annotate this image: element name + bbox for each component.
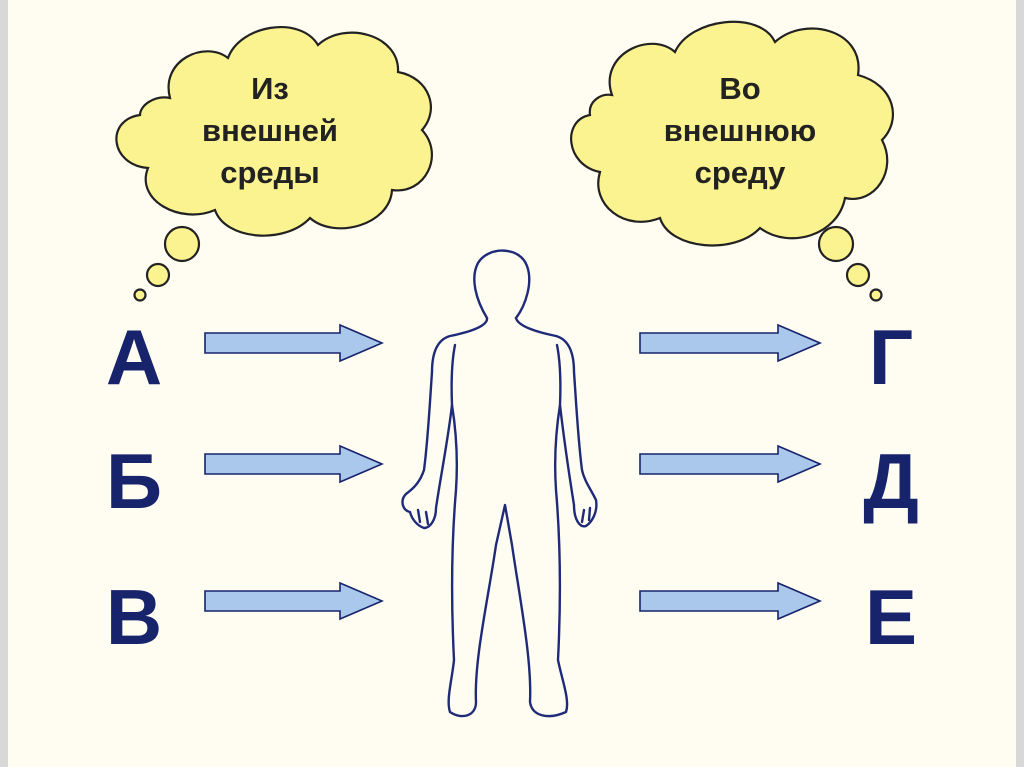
input-letter-a: А xyxy=(89,318,179,396)
output-letter-e: Е xyxy=(846,578,936,656)
body-head xyxy=(474,251,529,318)
output-letter-g: Г xyxy=(846,318,936,396)
input-letter-v: В xyxy=(89,578,179,656)
right-cloud-text: Во внешнюю среду xyxy=(640,68,840,194)
body-silhouette xyxy=(403,318,597,716)
arrow-g xyxy=(640,325,820,361)
arrow-b xyxy=(205,446,382,482)
body-left-fingers xyxy=(418,510,428,524)
arrow-d xyxy=(640,446,820,482)
body-left-arm-inner xyxy=(452,345,455,405)
arrow-v xyxy=(205,583,382,619)
output-letter-d: Д xyxy=(846,442,936,520)
left-cloud-bubble-1 xyxy=(165,227,199,261)
right-cloud-bubble-1 xyxy=(819,227,853,261)
left-cloud-text: Из внешней среды xyxy=(170,68,370,194)
left-cloud-bubble-2 xyxy=(147,264,169,286)
left-cloud-bubble-3 xyxy=(135,290,146,301)
body-right-arm-inner xyxy=(557,345,560,405)
right-cloud-bubble-3 xyxy=(871,290,882,301)
body-right-fingers xyxy=(582,508,590,522)
human-body-outline-icon xyxy=(403,251,597,716)
input-letter-b: Б xyxy=(89,442,179,520)
arrow-a xyxy=(205,325,382,361)
right-cloud-bubble-2 xyxy=(847,264,869,286)
arrow-e xyxy=(640,583,820,619)
